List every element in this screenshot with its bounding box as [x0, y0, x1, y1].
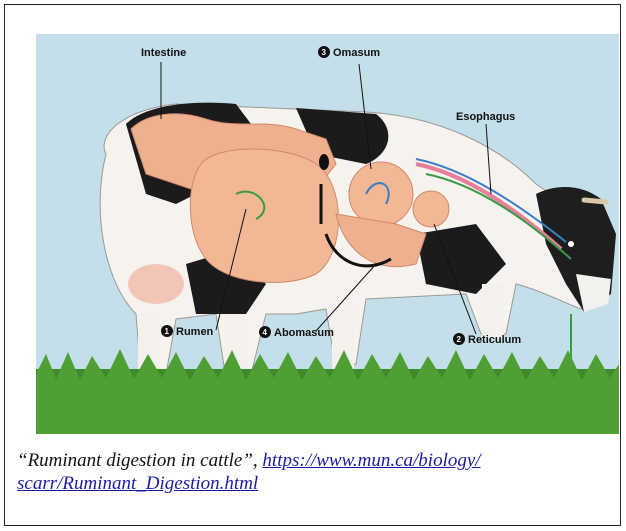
label-esophagus: Esophagus [456, 111, 515, 123]
source-link-part2[interactable]: scarr/Ruminant_Digestion.html [17, 473, 258, 494]
source-link-part1[interactable]: https://www.mun.ca/biology/ [262, 450, 480, 471]
label-intestine: Intestine [141, 47, 186, 59]
cow-digestion-diagram: Intestine 3 Omasum Esophagus 1 Rumen 4 A… [36, 34, 619, 434]
cow-digestion-illustration: Intestine 3 Omasum Esophagus 1 Rumen 4 A… [36, 34, 619, 434]
omasum-number: 3 [322, 48, 327, 57]
label-rumen-group: 1 Rumen [161, 325, 214, 338]
figure-caption: “Ruminant digestion in cattle”, https://… [17, 449, 607, 495]
abomasum-number: 4 [263, 328, 268, 337]
label-reticulum: Reticulum [468, 334, 521, 346]
label-abomasum: Abomasum [274, 327, 334, 339]
rumen-number: 1 [165, 327, 170, 336]
caption-quote: “Ruminant digestion in cattle”, [17, 450, 258, 471]
reticulum-number: 2 [457, 335, 462, 344]
document-frame: Intestine 3 Omasum Esophagus 1 Rumen 4 A… [4, 4, 621, 526]
label-omasum: Omasum [333, 47, 380, 59]
label-rumen: Rumen [176, 326, 214, 338]
